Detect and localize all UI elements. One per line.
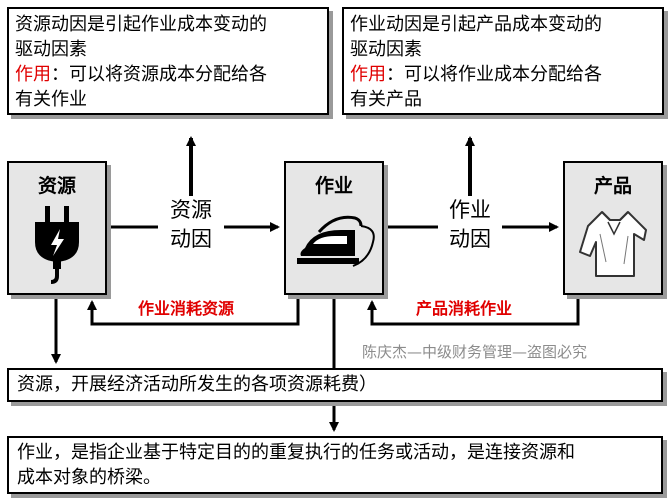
product-node: 产品 — [563, 161, 663, 295]
product-node-title: 产品 — [593, 175, 632, 197]
shirt-icon — [579, 211, 647, 277]
use-text: ：可以将资源成本分配给各 — [51, 64, 267, 85]
activity-driver-label: 作业 动因 — [438, 196, 502, 256]
resource-driver-label-line1: 资源 — [170, 198, 212, 222]
watermark-text: 陈庆杰—中级财务管理—盗图必究 — [362, 343, 588, 361]
product-consumes-activity-label: 产品消耗作业 — [416, 299, 513, 318]
resource-driver-line1: 资源动因是引起作业成本变动的 — [15, 14, 267, 35]
use-label: 作用 — [15, 64, 51, 85]
activity-driver-line2: 驱动因素 — [350, 39, 422, 60]
resource-driver-line2: 驱动因素 — [15, 39, 87, 60]
resource-node-title: 资源 — [37, 175, 76, 197]
feedback-product-to-activity — [367, 296, 580, 326]
resource-driver-label-line2: 动因 — [170, 227, 212, 251]
resource-driver-line4: 有关作业 — [15, 89, 87, 110]
activity-driver-label-line2: 动因 — [449, 227, 491, 251]
activity-driver-line4: 有关产品 — [350, 89, 422, 110]
activity-driver-box: 作业动因是引起产品成本变动的 驱动因素 作用：可以将作业成本分配给各 有关产品 — [342, 7, 664, 115]
resource-driver-use: 作用：可以将资源成本分配给各 — [15, 62, 321, 87]
activity-definition-line1: 作业，是指企业基于特定目的的重复执行的任务或活动，是连接资源和 — [17, 442, 575, 463]
activity-driver-use: 作用：可以将作业成本分配给各 — [350, 62, 656, 87]
resource-driver-box: 资源动因是引起作业成本变动的 驱动因素 作用：可以将资源成本分配给各 有关作业 — [7, 7, 329, 115]
activity-node-title: 作业 — [314, 175, 353, 197]
feedback-activity-to-resource — [87, 296, 300, 326]
resource-driver-label: 资源 动因 — [158, 196, 224, 256]
resource-node: 资源 — [7, 161, 107, 295]
use-label: 作用 — [350, 64, 386, 85]
power-plug-icon — [35, 206, 79, 284]
iron-icon — [297, 215, 375, 267]
activity-driver-label-line1: 作业 — [449, 198, 491, 222]
activity-driver-line1: 作业动因是引起产品成本变动的 — [350, 14, 602, 35]
resource-definition-text: 资源，开展经济活动所发生的各项资源耗费） — [17, 374, 377, 395]
activity-definition-box: 作业，是指企业基于特定目的的重复执行的任务或活动，是连接资源和 成本对象的桥梁。 — [7, 436, 663, 494]
activity-definition-line2: 成本对象的桥梁。 — [17, 467, 161, 488]
resource-definition-box: 资源，开展经济活动所发生的各项资源耗费） — [7, 368, 663, 402]
use-text: ：可以将作业成本分配给各 — [386, 64, 602, 85]
activity-consumes-resource-label: 作业消耗资源 — [138, 299, 235, 318]
activity-node: 作业 — [284, 161, 384, 295]
